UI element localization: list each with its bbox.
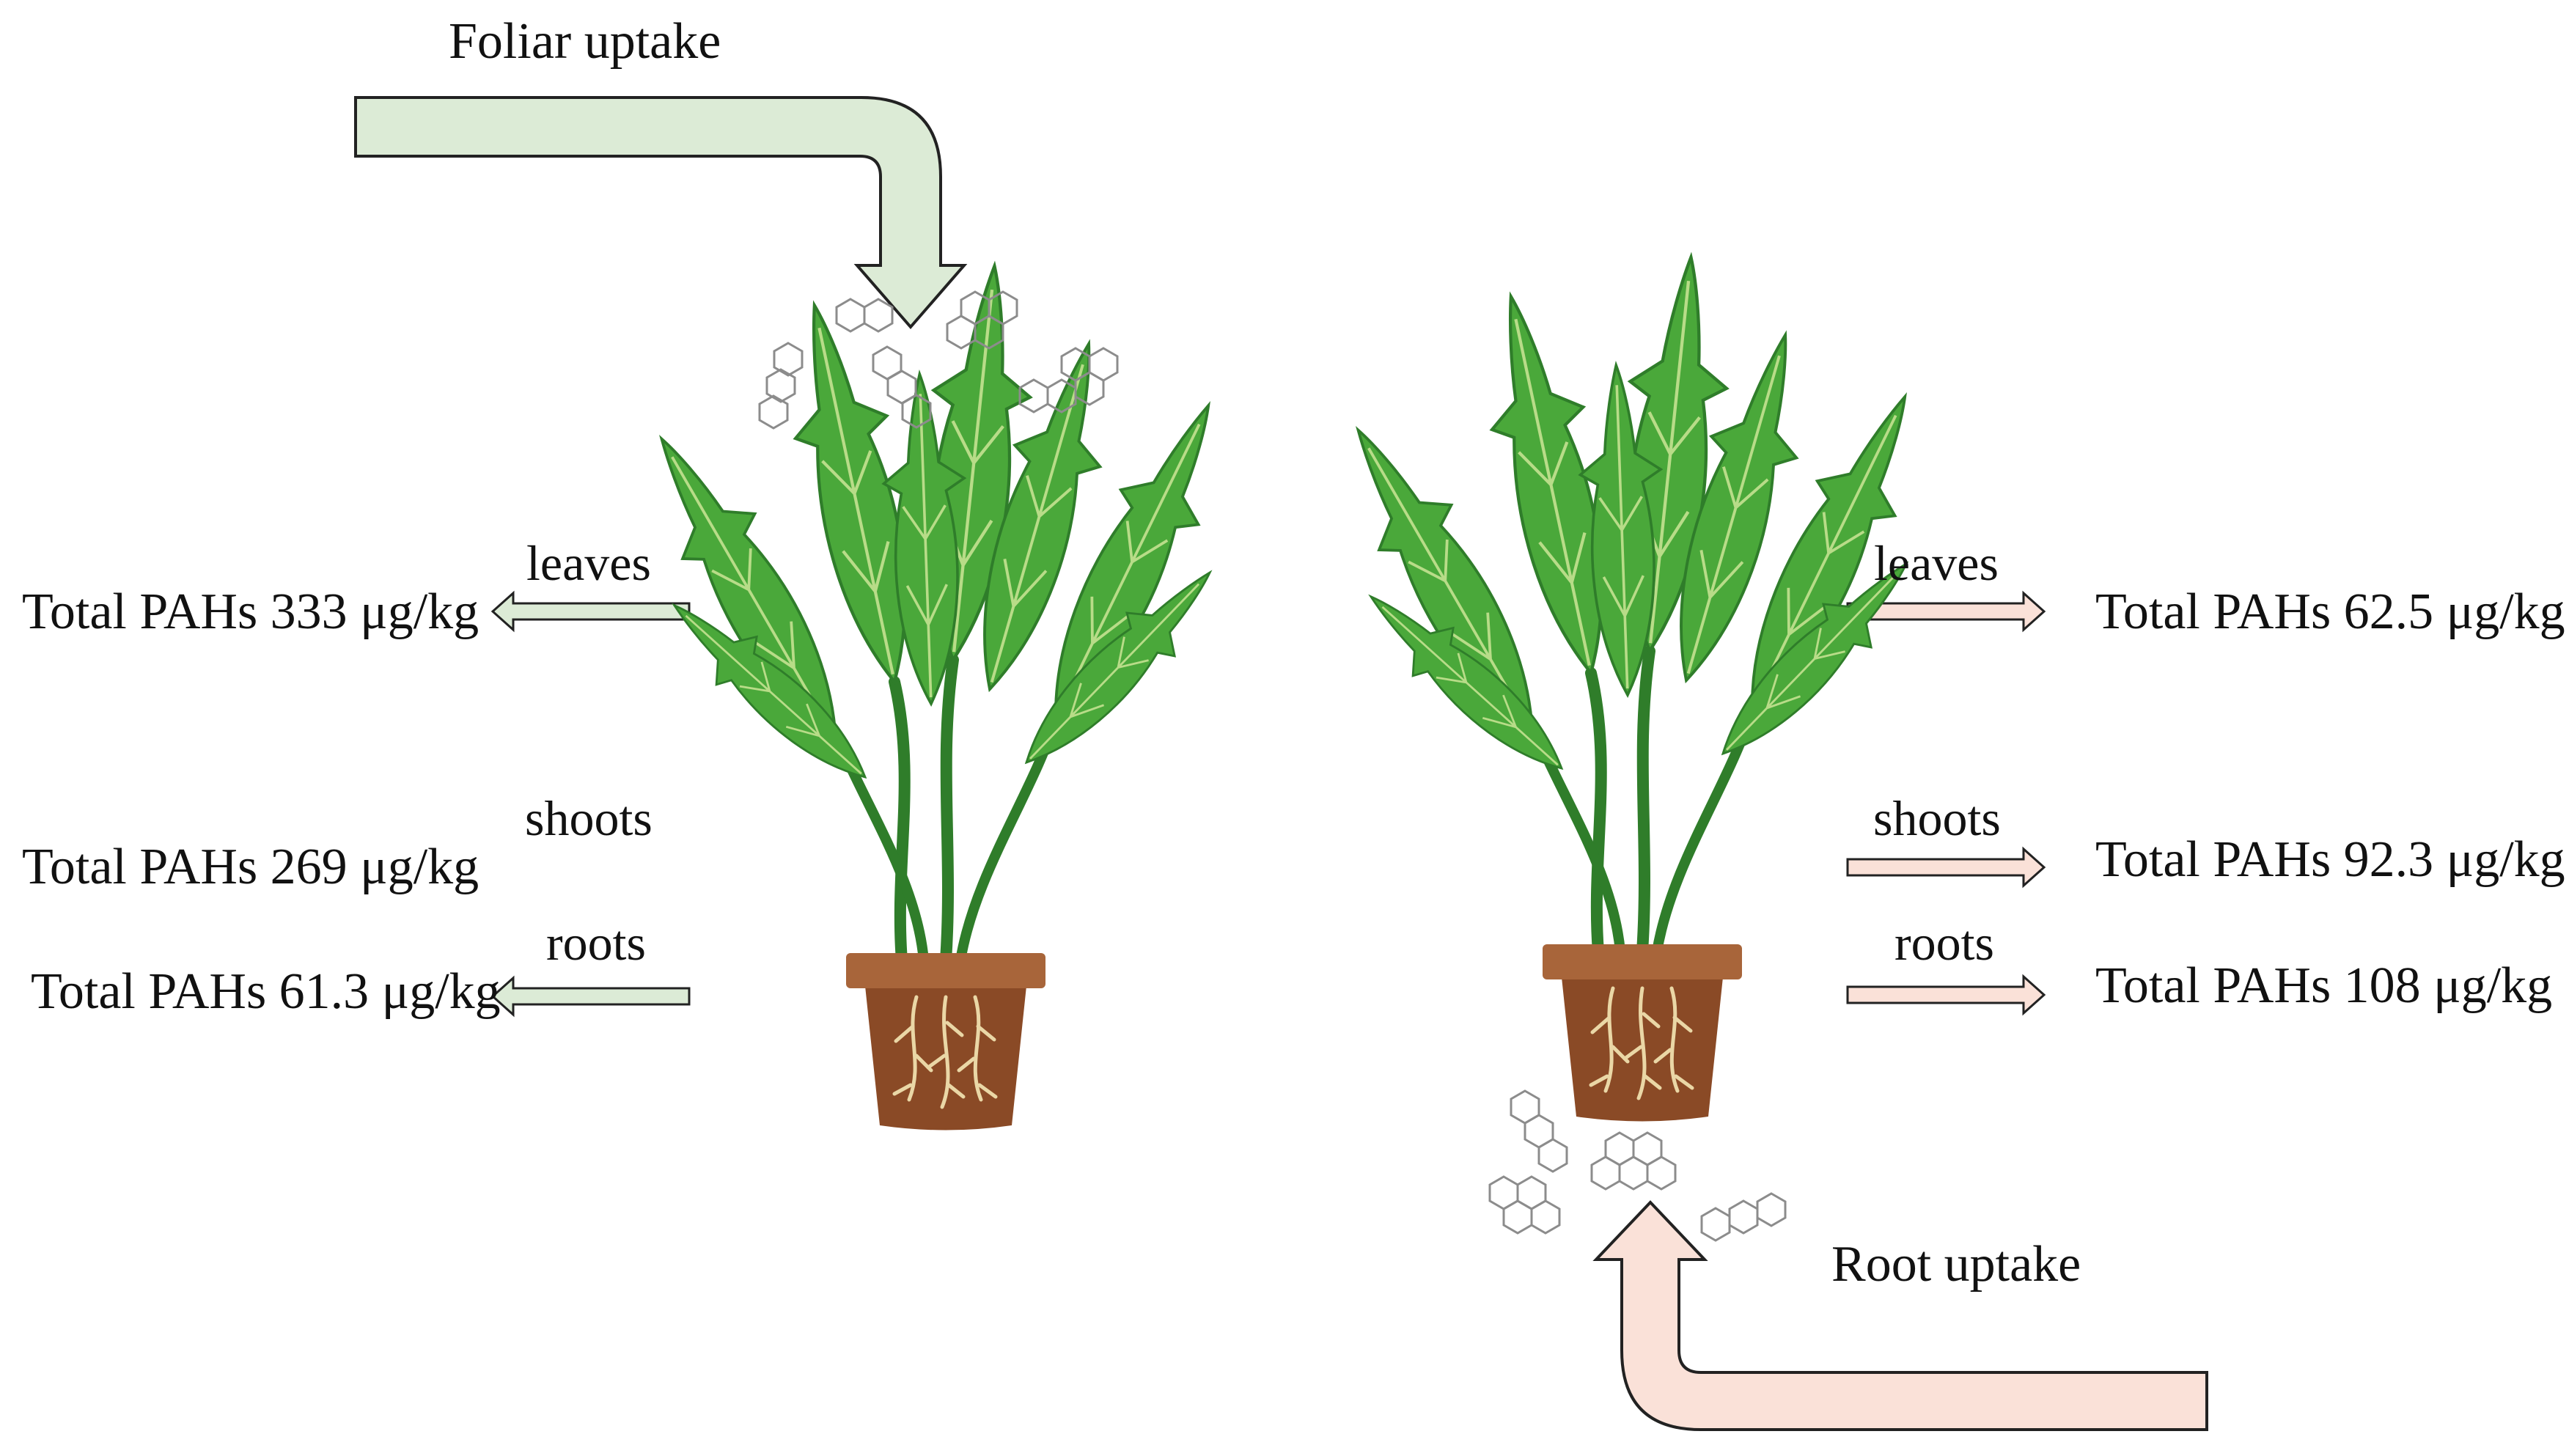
left-pot <box>846 953 1045 1130</box>
leaf-shape <box>1699 540 1931 778</box>
pah-molecule <box>835 298 894 333</box>
left-plant-stems <box>831 654 1061 966</box>
root-uptake-title: Root uptake <box>1831 1236 2081 1293</box>
pah-molecule <box>1700 1192 1787 1242</box>
left-shoots-label: shoots <box>525 790 653 846</box>
left-plant-leaves <box>624 261 1249 801</box>
leaf-shape <box>769 295 941 691</box>
left-roots-arrow <box>490 975 691 1018</box>
foliar-uptake-arrow <box>354 96 968 330</box>
right-shoots-value: Total PAHs 92.3 μg/kg <box>2095 831 2565 888</box>
leaf-shape <box>624 416 875 763</box>
pah-molecule <box>1488 1175 1561 1235</box>
pah-molecule <box>1590 1131 1677 1191</box>
left-shoots-value: Total PAHs 269 μg/kg <box>22 839 479 895</box>
left-plant <box>624 261 1249 1130</box>
left-leaves-label: leaves <box>526 535 651 591</box>
right-leaves-value: Total PAHs 62.5 μg/kg <box>2095 584 2565 640</box>
leaf-shape <box>1320 407 1571 754</box>
root-uptake-arrow <box>1592 1200 2208 1431</box>
right-roots-value: Total PAHs 108 μg/kg <box>2095 957 2553 1014</box>
leaf-shape <box>1349 572 1584 793</box>
leaf-shape <box>1575 362 1670 698</box>
left-roots-label: roots <box>546 915 646 971</box>
right-shoots-label: shoots <box>1873 790 2001 846</box>
right-pot <box>1543 944 1742 1122</box>
left-leaves-arrow <box>490 590 691 633</box>
right-roots-label: roots <box>1894 915 1994 971</box>
right-leaves-label: leaves <box>1874 535 1999 591</box>
right-shoots-arrow <box>1846 846 2046 889</box>
leaf-shape <box>653 581 888 801</box>
leaf-shape <box>878 371 974 707</box>
leaf-shape <box>1016 386 1249 739</box>
pah-molecule <box>758 342 804 430</box>
right-plant-leaves <box>1320 252 1946 793</box>
foliar-uptake-title: Foliar uptake <box>449 13 721 70</box>
leaf-shape <box>1713 377 1946 730</box>
leaf-shape <box>1466 287 1637 683</box>
right-leaves-arrow <box>1846 590 2046 633</box>
left-roots-value: Total PAHs 61.3 μg/kg <box>31 963 501 1020</box>
right-plant-stems <box>1527 645 1757 957</box>
right-plant <box>1320 252 1946 1122</box>
leaf-shape <box>947 330 1133 703</box>
leaf-shape <box>1643 321 1830 694</box>
left-leaves-value: Total PAHs 333 μg/kg <box>22 584 479 640</box>
pah-molecule <box>1510 1089 1568 1173</box>
leaf-shape <box>1002 549 1235 787</box>
right-roots-arrow <box>1846 974 2046 1016</box>
